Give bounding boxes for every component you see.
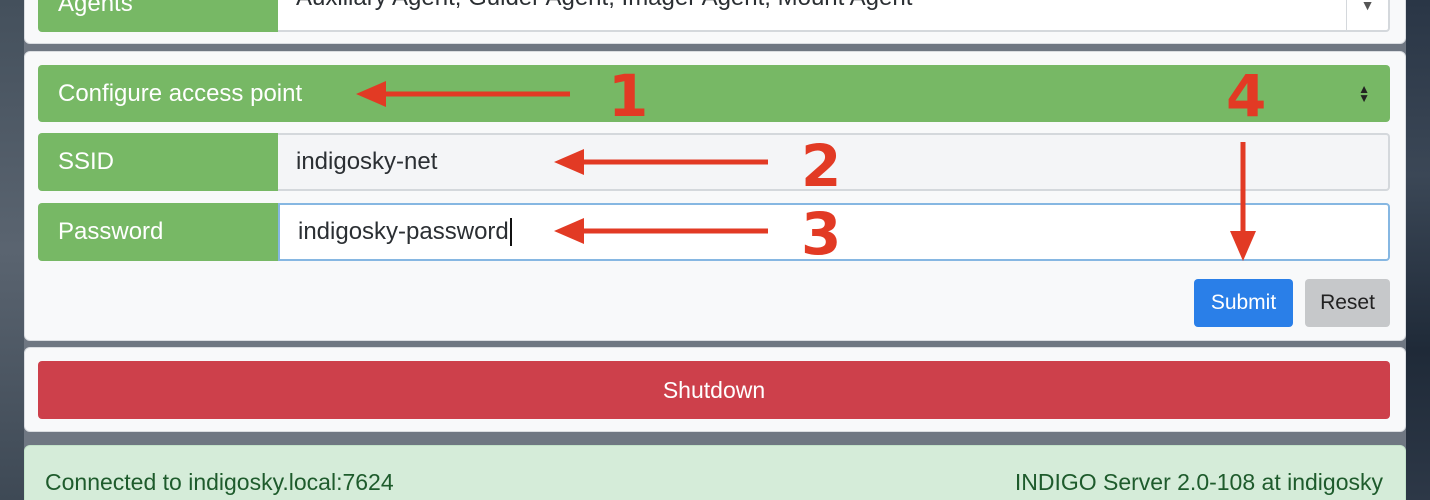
text-cursor: [509, 218, 512, 246]
agents-select-group[interactable]: Agents Auxiliary Agent; Guider Agent; Im…: [38, 0, 1390, 32]
ssid-label: SSID: [38, 133, 278, 191]
agents-value: Auxiliary Agent; Guider Agent; Imager Ag…: [296, 0, 912, 12]
annotation-step-1: 1: [608, 62, 649, 130]
wifi-mode-select[interactable]: Configure access point ▲▼: [38, 65, 1390, 122]
arrow-2: [554, 149, 768, 175]
wifi-mode-value: Configure access point: [58, 79, 303, 107]
password-input[interactable]: indigosky-password: [278, 203, 1390, 261]
ssid-group: SSID indigosky-net: [38, 133, 1390, 191]
arrow-4: [1230, 142, 1256, 261]
arrow-1: [356, 81, 570, 107]
ssid-value: indigosky-net: [296, 148, 438, 175]
password-value: indigosky-password: [298, 218, 509, 245]
annotation-step-3: 3: [801, 200, 842, 268]
annotation-step-2: 2: [801, 132, 842, 200]
agents-select[interactable]: Auxiliary Agent; Guider Agent; Imager Ag…: [278, 0, 1390, 32]
desktop-background-left: [0, 0, 24, 500]
submit-button[interactable]: Submit: [1194, 279, 1293, 327]
status-bar: Connected to indigosky.local:7624 INDIGO…: [24, 445, 1406, 500]
ssid-input[interactable]: indigosky-net: [278, 133, 1390, 191]
password-group: Password indigosky-password: [38, 203, 1390, 261]
connection-status: Connected to indigosky.local:7624: [45, 469, 394, 495]
chevron-down-icon[interactable]: ▼: [1346, 0, 1388, 30]
reset-button[interactable]: Reset: [1305, 279, 1390, 327]
server-version: INDIGO Server 2.0-108 at indigosky: [1014, 469, 1383, 495]
agents-label: Agents: [38, 0, 278, 32]
annotation-step-4: 4: [1226, 62, 1267, 130]
desktop-background-right: [1406, 0, 1430, 500]
shutdown-button[interactable]: Shutdown: [38, 361, 1390, 419]
arrow-3: [554, 218, 768, 244]
password-label: Password: [38, 203, 278, 261]
updown-caret-icon: ▲▼: [1358, 81, 1370, 105]
